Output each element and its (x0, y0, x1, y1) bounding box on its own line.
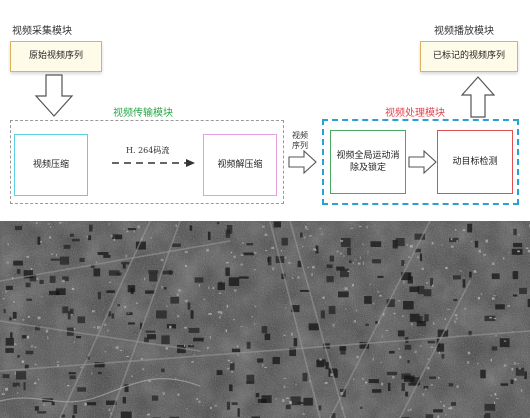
transmission-module-container (10, 120, 284, 204)
h264-stream-label: H. 264码流 (126, 146, 170, 155)
hollow-right-arrow-icon (288, 150, 317, 174)
output-module-title: 视频播放模块 (434, 26, 494, 37)
video-decompress-label: 视频解压缩 (217, 159, 263, 170)
moving-target-detect-label: 动目标检测 (452, 156, 498, 167)
raw-video-sequence-box: 原始视频序列 (10, 41, 102, 72)
processing-right-arrow-icon (408, 150, 437, 174)
global-motion-lock-label: 视频全局运动消 除及锁定 (336, 150, 400, 173)
dashed-right-arrow-icon (112, 159, 195, 167)
video-compress-label: 视频压缩 (32, 159, 69, 170)
raw-video-sequence-label: 原始视频序列 (28, 51, 83, 62)
marked-video-sequence-label: 已标记的视频序列 (432, 51, 505, 62)
video-decompress-box: 视频解压缩 (203, 134, 277, 196)
processing-module-container (322, 119, 519, 205)
down-arrow-icon (34, 74, 74, 117)
moving-target-detect-box: 动目标检测 (437, 130, 513, 194)
processing-module-title: 视频处理模块 (385, 108, 445, 119)
video-compress-box: 视频压缩 (14, 134, 88, 196)
capture-module-title: 视频采集模块 (12, 26, 72, 37)
transmission-module-title: 视频传输模块 (113, 108, 173, 119)
global-motion-lock-box: 视频全局运动消 除及锁定 (330, 130, 406, 194)
up-arrow-icon (461, 76, 495, 118)
marked-video-sequence-box: 已标记的视频序列 (420, 41, 518, 72)
aerial-image (0, 221, 530, 418)
video-sequence-label: 视频 序列 (292, 131, 308, 150)
